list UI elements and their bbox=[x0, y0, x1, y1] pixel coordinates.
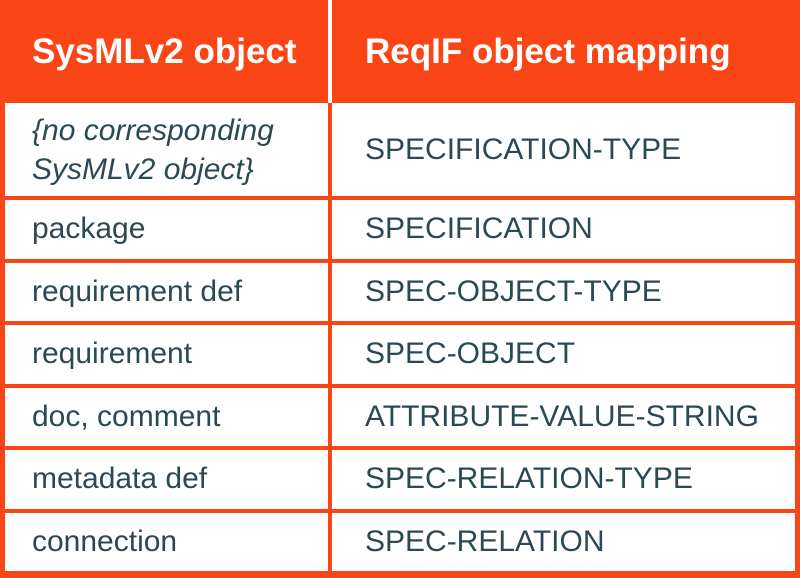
cell-text: requirement def bbox=[32, 274, 243, 308]
cell-sysml: package bbox=[5, 200, 332, 259]
cell-text: {no corresponding SysMLv2 object} bbox=[32, 113, 274, 186]
cell-text: metadata def bbox=[32, 462, 208, 496]
table-row: doc, comment ATTRIBUTE-VALUE-STRING bbox=[5, 383, 795, 447]
cell-sysml: connection bbox=[5, 512, 332, 571]
table-header-row: SysMLv2 object ReqIF object mapping bbox=[0, 0, 800, 103]
cell-sysml: {no corresponding SysMLv2 object} bbox=[5, 103, 332, 196]
table-row: {no corresponding SysMLv2 object} SPECIF… bbox=[5, 103, 795, 196]
cell-sysml: metadata def bbox=[5, 450, 332, 509]
cell-text: SPEC-OBJECT-TYPE bbox=[365, 274, 662, 308]
cell-text: SPEC-OBJECT bbox=[365, 337, 576, 371]
table-row: requirement def SPEC-OBJECT-TYPE bbox=[5, 258, 795, 322]
cell-text: SPECIFICATION bbox=[365, 212, 593, 246]
cell-text: connection bbox=[32, 524, 178, 558]
cell-reqif: SPEC-RELATION-TYPE bbox=[332, 450, 795, 509]
cell-reqif: SPEC-OBJECT-TYPE bbox=[332, 263, 795, 322]
cell-reqif: SPEC-OBJECT bbox=[332, 325, 795, 384]
cell-reqif: SPECIFICATION-TYPE bbox=[332, 103, 795, 196]
cell-text: ATTRIBUTE-VALUE-STRING bbox=[365, 399, 759, 433]
cell-sysml: requirement def bbox=[5, 262, 332, 321]
table-row: requirement SPEC-OBJECT bbox=[5, 321, 795, 384]
cell-sysml: requirement bbox=[5, 325, 332, 384]
cell-reqif: SPEC-RELATION bbox=[332, 513, 795, 572]
cell-reqif: SPECIFICATION bbox=[332, 200, 795, 259]
cell-text: package bbox=[32, 212, 146, 246]
header-label-sysmlv2: SysMLv2 object bbox=[32, 31, 297, 71]
header-cell-reqif-mapping: ReqIF object mapping bbox=[332, 0, 800, 103]
table-body: {no corresponding SysMLv2 object} SPECIF… bbox=[0, 103, 800, 578]
cell-sysml: doc, comment bbox=[5, 387, 332, 446]
cell-text: doc, comment bbox=[32, 399, 221, 433]
header-cell-sysmlv2-object: SysMLv2 object bbox=[0, 0, 332, 103]
table-row: package SPECIFICATION bbox=[5, 196, 795, 259]
header-label-reqif: ReqIF object mapping bbox=[365, 31, 731, 71]
table-row: connection SPEC-RELATION bbox=[5, 508, 795, 572]
cell-reqif: ATTRIBUTE-VALUE-STRING bbox=[332, 388, 795, 447]
cell-text: SPECIFICATION-TYPE bbox=[365, 132, 682, 166]
cell-text: SPEC-RELATION-TYPE bbox=[365, 462, 693, 496]
table-row: metadata def SPEC-RELATION-TYPE bbox=[5, 446, 795, 509]
cell-text: requirement bbox=[32, 337, 193, 371]
cell-text: SPEC-RELATION bbox=[365, 524, 605, 558]
